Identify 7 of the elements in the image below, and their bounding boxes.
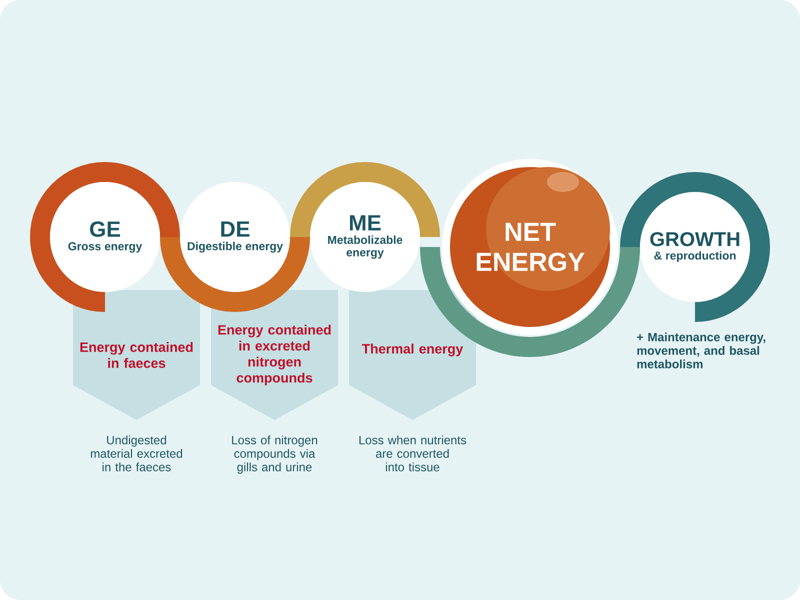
chevron-band: Energy contained in faeces	[73, 290, 200, 420]
description-text: Undigested material excreted in the faeces	[90, 436, 182, 472]
description-text: Loss of nitrogen compounds via gills and urine	[232, 436, 318, 474]
chevron-band: Energy contained in excreted nitrogen compounds	[211, 290, 338, 420]
chevron-band: Thermal energy	[349, 290, 476, 420]
note-text: + Maintenance energy, movement, and basal metabolism	[637, 332, 766, 368]
description-text: Loss when nutrients are converted into tissue	[359, 436, 466, 472]
